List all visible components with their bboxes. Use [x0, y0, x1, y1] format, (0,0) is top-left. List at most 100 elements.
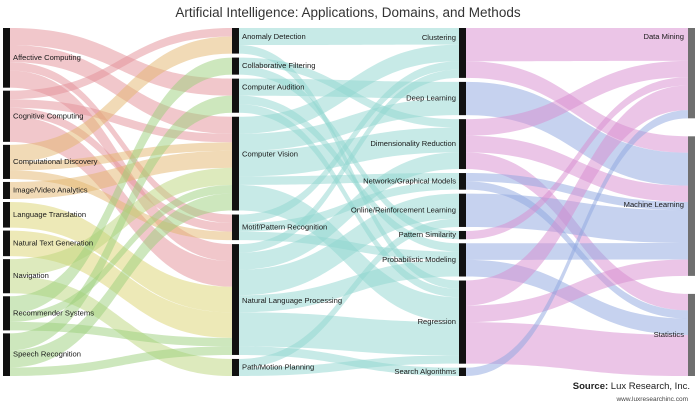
flow-search-algorithms-to-data-mining: [466, 110, 688, 377]
flow-image-video-analytics-to-computer-vision: [10, 150, 232, 199]
flow-natural-language-processing-to-online-reinforcement-learning: [239, 193, 459, 296]
flow-affective-computing-to-computer-vision: [10, 45, 232, 134]
node-bar-computer-audition: [232, 78, 239, 113]
node-label-deep-learning: Deep Learning: [406, 94, 456, 103]
chart-title: Artificial Intelligence: Applications, D…: [175, 5, 521, 20]
node-label-search-algorithms: Search Algorithms: [394, 367, 456, 376]
node-bar-recommender-systems: [3, 296, 10, 331]
node-bars: [3, 28, 695, 376]
flow-regression-to-data-mining: [466, 85, 688, 306]
flow-computer-vision-to-deep-learning: [239, 98, 459, 151]
node-label-path-motion-planning: Path/Motion Planning: [242, 362, 314, 371]
node-label-motif-pattern-recognition: Motif/Pattern Recognition: [242, 222, 327, 231]
source-url: www.luxresearchinc.com: [616, 396, 688, 403]
node-label-probabilistic-modeling: Probabilistic Modeling: [382, 255, 456, 264]
node-label-clustering: Clustering: [422, 33, 456, 42]
node-bar-probabilistic-modeling: [459, 243, 466, 277]
flow-online-reinforcement-learning-to-machine-learning: [466, 193, 688, 244]
node-bar-networks-graphical-models: [459, 173, 466, 190]
node-label-language-translation: Language Translation: [13, 210, 86, 219]
node-bar-motif-pattern-recognition: [232, 214, 239, 241]
node-bar-dimensionality-reduction: [459, 119, 466, 170]
node-bar-speech-recognition: [3, 333, 10, 376]
source-name: Lux Research, Inc.: [610, 381, 690, 392]
flow-computer-vision-to-dimensionality-reduction: [239, 127, 459, 177]
node-label-natural-text-generation: Natural Text Generation: [13, 238, 93, 247]
flow-anomaly-detection-to-clustering: [239, 28, 459, 46]
flow-path-motion-planning-to-online-reinforcement-learning: [239, 218, 459, 368]
flow-computer-audition-to-probabilistic-modeling: [239, 95, 459, 252]
node-label-affective-computing: Affective Computing: [13, 53, 81, 62]
flow-natural-language-processing-to-dimensionality-reduction: [239, 152, 459, 270]
flow-affective-computing-to-motif-pattern-recognition: [10, 62, 232, 224]
node-bar-path-motion-planning: [232, 358, 239, 376]
source-credit: Source: Lux Research, Inc.: [573, 381, 690, 392]
node-label-speech-recognition: Speech Recognition: [13, 350, 81, 359]
flow-anomaly-detection-to-regression: [239, 45, 459, 289]
flow-recommender-systems-to-computer-vision: [10, 184, 232, 322]
node-bar-navigation: [3, 259, 10, 294]
node-label-dimensionality-reduction: Dimensionality Reduction: [370, 139, 456, 148]
node-bar-pattern-similarity: [459, 230, 466, 240]
node-bar-deep-learning: [459, 81, 466, 116]
flow-regression-to-machine-learning: [466, 259, 688, 323]
node-label-data-mining: Data Mining: [643, 32, 684, 41]
node-bar-online-reinforcement-learning: [459, 193, 466, 227]
flow-dimensionality-reduction-to-data-mining: [466, 60, 688, 136]
node-bar-statistics: [688, 293, 695, 376]
node-bar-affective-computing: [3, 28, 10, 88]
node-label-cognitive-computing: Cognitive Computing: [13, 111, 84, 120]
node-label-recommender-systems: Recommender Systems: [13, 308, 94, 317]
flow-speech-recognition-to-natural-language-processing: [10, 346, 232, 376]
node-bar-collaborative-filtering: [232, 57, 239, 75]
node-label-pattern-similarity: Pattern Similarity: [399, 230, 457, 239]
flow-pattern-similarity-to-data-mining: [466, 77, 688, 240]
node-label-machine-learning: Machine Learning: [624, 200, 684, 209]
node-bar-image-video-analytics: [3, 181, 10, 199]
flow-computer-vision-to-clustering: [239, 44, 459, 134]
node-bar-machine-learning: [688, 136, 695, 276]
flow-natural-language-processing-to-probabilistic-modeling: [239, 259, 459, 313]
node-bar-regression: [459, 280, 466, 364]
node-label-computational-discovery: Computational Discovery: [13, 157, 98, 166]
node-bar-data-mining: [688, 28, 695, 119]
node-label-collaborative-filtering: Collaborative Filtering: [242, 61, 315, 70]
flow-natural-language-processing-to-search-algorithms: [239, 346, 459, 376]
source-prefix: Source:: [572, 381, 609, 392]
node-bar-cognitive-computing: [3, 90, 10, 142]
node-label-online-reinforcement-learning: Online/Reinforcement Learning: [351, 205, 456, 214]
node-label-regression: Regression: [418, 317, 456, 326]
node-label-computer-audition: Computer Audition: [242, 83, 304, 92]
flow-probabilistic-modeling-to-machine-learning: [466, 243, 688, 260]
flow-computational-discovery-to-motif-pattern-recognition: [10, 170, 232, 241]
node-label-image-video-analytics: Image/Video Analytics: [13, 185, 88, 194]
node-bar-computational-discovery: [3, 144, 10, 179]
flow-computer-audition-to-regression: [239, 104, 459, 298]
node-bar-search-algorithms: [459, 367, 466, 376]
flow-computational-discovery-to-computer-vision: [10, 142, 232, 171]
flow-path-motion-planning-to-regression: [239, 355, 459, 376]
node-label-navigation: Navigation: [13, 271, 49, 280]
flow-dimensionality-reduction-to-machine-learning: [466, 135, 688, 202]
node-label-computer-vision: Computer Vision: [242, 150, 298, 159]
flow-clustering-to-data-mining: [466, 28, 688, 62]
flow-cognitive-computing-to-anomaly-detection: [10, 28, 232, 100]
flow-speech-recognition-to-computer-audition: [10, 95, 232, 351]
node-bar-natural-language-processing: [232, 244, 239, 355]
node-bar-natural-text-generation: [3, 230, 10, 257]
node-bar-clustering: [459, 28, 466, 78]
node-bar-anomaly-detection: [232, 28, 239, 54]
flow-regression-to-statistics: [466, 322, 688, 376]
node-label-natural-language-processing: Natural Language Processing: [242, 296, 342, 305]
flow-recommender-systems-to-natural-language-processing: [10, 321, 232, 347]
node-label-networks-graphical-models: Networks/Graphical Models: [363, 176, 456, 185]
flow-recommender-systems-to-collaborative-filtering: [10, 57, 232, 314]
flow-natural-language-processing-to-clustering: [239, 69, 459, 253]
flow-motif-pattern-recognition-to-clustering: [239, 61, 459, 224]
flow-links: [10, 28, 688, 377]
flow-computational-discovery-to-anomaly-detection: [10, 36, 232, 162]
flow-deep-learning-to-machine-learning: [466, 81, 688, 186]
